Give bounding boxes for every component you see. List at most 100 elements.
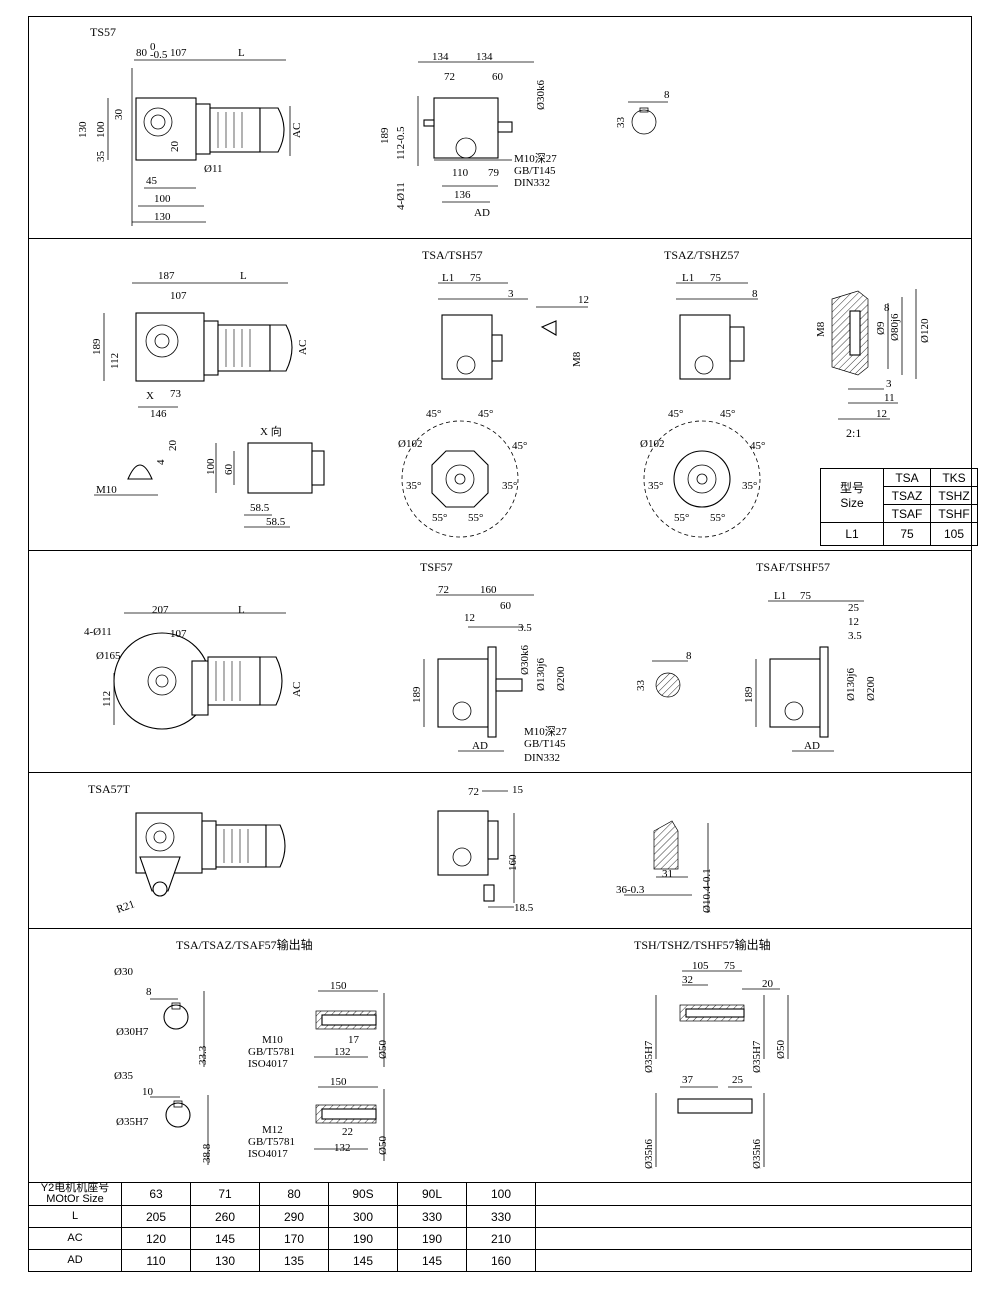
dim-label: Ø30k6 — [519, 645, 531, 675]
tsa-tsh-side — [438, 282, 528, 380]
dim-label: 132 — [334, 1142, 351, 1154]
table-cell: 145 — [190, 1227, 260, 1250]
dim-label: 8 — [146, 986, 152, 998]
dim-label: 107 — [170, 290, 187, 302]
ts57-side-view — [107, 59, 291, 226]
l1-size-table: 型号 Size TSA TKS TSAZ TSHZ TSAF TSHF L1 7… — [820, 468, 978, 546]
flange-detail — [831, 289, 917, 420]
dim-label: 134 — [476, 51, 493, 63]
dim-label: Ø30k6 — [535, 80, 547, 110]
dim-label: 33.3 — [197, 1045, 209, 1065]
tsa-tsh-bolt — [536, 306, 588, 336]
dim-label: 4 — [155, 459, 167, 465]
dim-label: 3.5 — [518, 622, 532, 634]
dim-label: 55° — [710, 512, 725, 524]
dim-label: R21 — [115, 898, 136, 916]
dim-label: Ø102 — [398, 438, 422, 450]
dim-label: 189 — [379, 127, 391, 144]
dim-label: L1 — [682, 272, 694, 284]
dim-label: 22 — [342, 1126, 353, 1138]
dim-label: 75 — [724, 960, 736, 972]
dim-label: Ø11 — [204, 163, 223, 175]
dim-label: Ø130j6 — [535, 658, 547, 692]
dim-label: 58.5 — [250, 502, 270, 514]
tsa57-side-view — [103, 282, 293, 408]
view-title: TSA/TSH57 — [422, 248, 483, 262]
table-header-cell: 90L — [397, 1182, 467, 1206]
dim-label: 37 — [682, 1074, 694, 1086]
dim-label: 45° — [720, 408, 735, 420]
table-cell: 135 — [259, 1249, 329, 1272]
dim-label: Ø200 — [865, 676, 877, 701]
dim-label: M8 — [571, 351, 583, 367]
table-empty-cell — [535, 1182, 972, 1206]
size-col-head: TSAZ — [883, 486, 931, 505]
dim-label: 79 — [488, 167, 500, 179]
dim-label: 17 — [348, 1034, 360, 1046]
dim-label: 150 — [330, 1076, 347, 1088]
section-tsf57: 4-Ø11 207 107 L Ø165 112 AC TSF57 72 160… — [84, 560, 877, 764]
dim-label: ISO4017 — [248, 1058, 288, 1070]
size-col-head: TSHZ — [930, 486, 978, 505]
dim-label: 132 — [334, 1046, 351, 1058]
section-divider — [28, 550, 972, 551]
dim-label: 45° — [668, 408, 683, 420]
dim-label: 12 — [464, 612, 475, 624]
dim-label: GB/T145 — [524, 738, 566, 750]
dim-label: Ø35H7 — [751, 1040, 763, 1073]
shaft-label: Ø30 — [114, 966, 133, 978]
size-head-en: Size — [840, 495, 864, 510]
shaft-label: Ø35 — [114, 1070, 133, 1082]
section-title: TS57 — [90, 25, 116, 39]
section-title: TSA57T — [88, 782, 131, 796]
dim-label: L1 — [774, 590, 786, 602]
table-cell: 300 — [328, 1205, 398, 1228]
section-output-shafts: TSA/TSAZ/TSAF57输出轴 TSH/TSHZ/TSHF57输出轴 Ø3… — [114, 937, 789, 1169]
table-row: AD 110 130 135 145 145 160 — [28, 1249, 972, 1272]
table-row: Y2电机机座号 MOtOr Size 63 71 80 90S 90L 100 — [28, 1182, 972, 1206]
dim-label: 8 — [664, 89, 670, 101]
table-row-label: AD — [28, 1249, 122, 1272]
dim-label: 100 — [95, 121, 107, 138]
dim-label: 4-Ø11 — [395, 182, 407, 210]
dim-label: 33 — [635, 680, 647, 692]
dim-label: GB/T145 — [514, 165, 556, 177]
size-col-head: TSHF — [930, 504, 978, 523]
dim-label: 146 — [150, 408, 167, 420]
hollow-shaft-1 — [314, 990, 385, 1067]
dim-label: 36-0.3 — [616, 884, 645, 896]
section-tsa57: 187 107 L 189 112 X 73 146 AC 20 4 M10 X… — [91, 248, 931, 538]
dim-label: 8 — [686, 650, 692, 662]
dim-label: 3 — [508, 288, 514, 300]
table-cell: 205 — [121, 1205, 191, 1228]
ts57-front-view — [417, 61, 534, 203]
dim-label: AC — [297, 340, 309, 355]
dim-label: 112 — [101, 691, 113, 707]
size-row-label: L1 — [820, 522, 884, 546]
dim-label: 72 — [438, 584, 449, 596]
dim-label: 35° — [406, 480, 421, 492]
table-cell: 190 — [397, 1227, 467, 1250]
dim-label: 20 — [169, 141, 181, 153]
tsaz-tshz-flange-circle — [643, 420, 761, 538]
dim-label: 107 — [170, 47, 187, 59]
dim-label: 25 — [732, 1074, 744, 1086]
table-header-cell: 80 — [259, 1182, 329, 1206]
dim-label: 187 — [158, 270, 175, 282]
dim-label: 75 — [470, 272, 482, 284]
dim-label: 75 — [710, 272, 722, 284]
table-row-label: L — [28, 1205, 122, 1228]
dim-label: 35 — [95, 151, 107, 163]
dim-label: 60 — [500, 600, 512, 612]
ts57-key-section — [628, 101, 668, 135]
dim-label: 12 — [578, 294, 589, 306]
dim-label: 100 — [205, 458, 217, 475]
table-empty-cell — [535, 1227, 972, 1250]
dim-label: 3.5 — [848, 630, 862, 642]
view-title: TSAZ/TSHZ57 — [664, 248, 739, 262]
size-col-head: TSA — [883, 468, 931, 487]
dim-label: 55° — [674, 512, 689, 524]
dim-label: Ø35h6 — [643, 1139, 655, 1169]
table-header-label: Y2电机机座号 MOtOr Size — [28, 1182, 122, 1206]
table-cell: 160 — [466, 1249, 536, 1272]
